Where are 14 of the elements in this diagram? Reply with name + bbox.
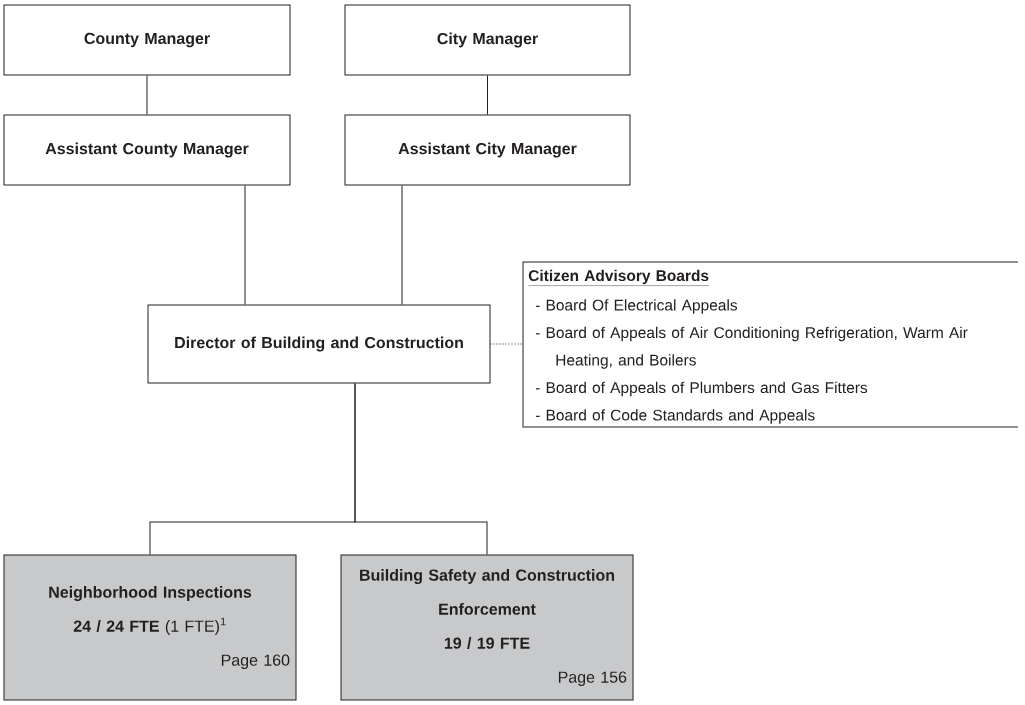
advisory-board-list: Citizen Advisory Boards - Board Of Electrical Appeals - Board of Appeals of Air Conditioning Refrigeration, Warm Air Heating, and Boilers - Board of Appeals of Plumbers and Gas Fitters - Board of Code Standards and Appeals bbox=[522, 261, 1019, 428]
org-box: Assistant City Manager bbox=[344, 114, 631, 186]
division-box: Building Safety and Construction Enforcement 19 / 19 FTE Page 156 bbox=[340, 554, 634, 701]
connector-line bbox=[244, 185, 246, 305]
org-box: City Manager bbox=[344, 4, 631, 76]
connector-line bbox=[490, 343, 524, 345]
org-box: County Manager bbox=[3, 4, 291, 76]
org-box: Assistant County Manager bbox=[3, 114, 291, 186]
connector-line bbox=[354, 383, 488, 555]
connector-line bbox=[401, 185, 403, 305]
division-box: Neighborhood Inspections 24 / 24 FTE (1 FTE)$^{1}$ Page 160 bbox=[3, 554, 297, 701]
connector-line bbox=[487, 75, 488, 115]
org-box: Director of Building and Construction bbox=[147, 304, 491, 384]
connector-line bbox=[146, 75, 148, 115]
